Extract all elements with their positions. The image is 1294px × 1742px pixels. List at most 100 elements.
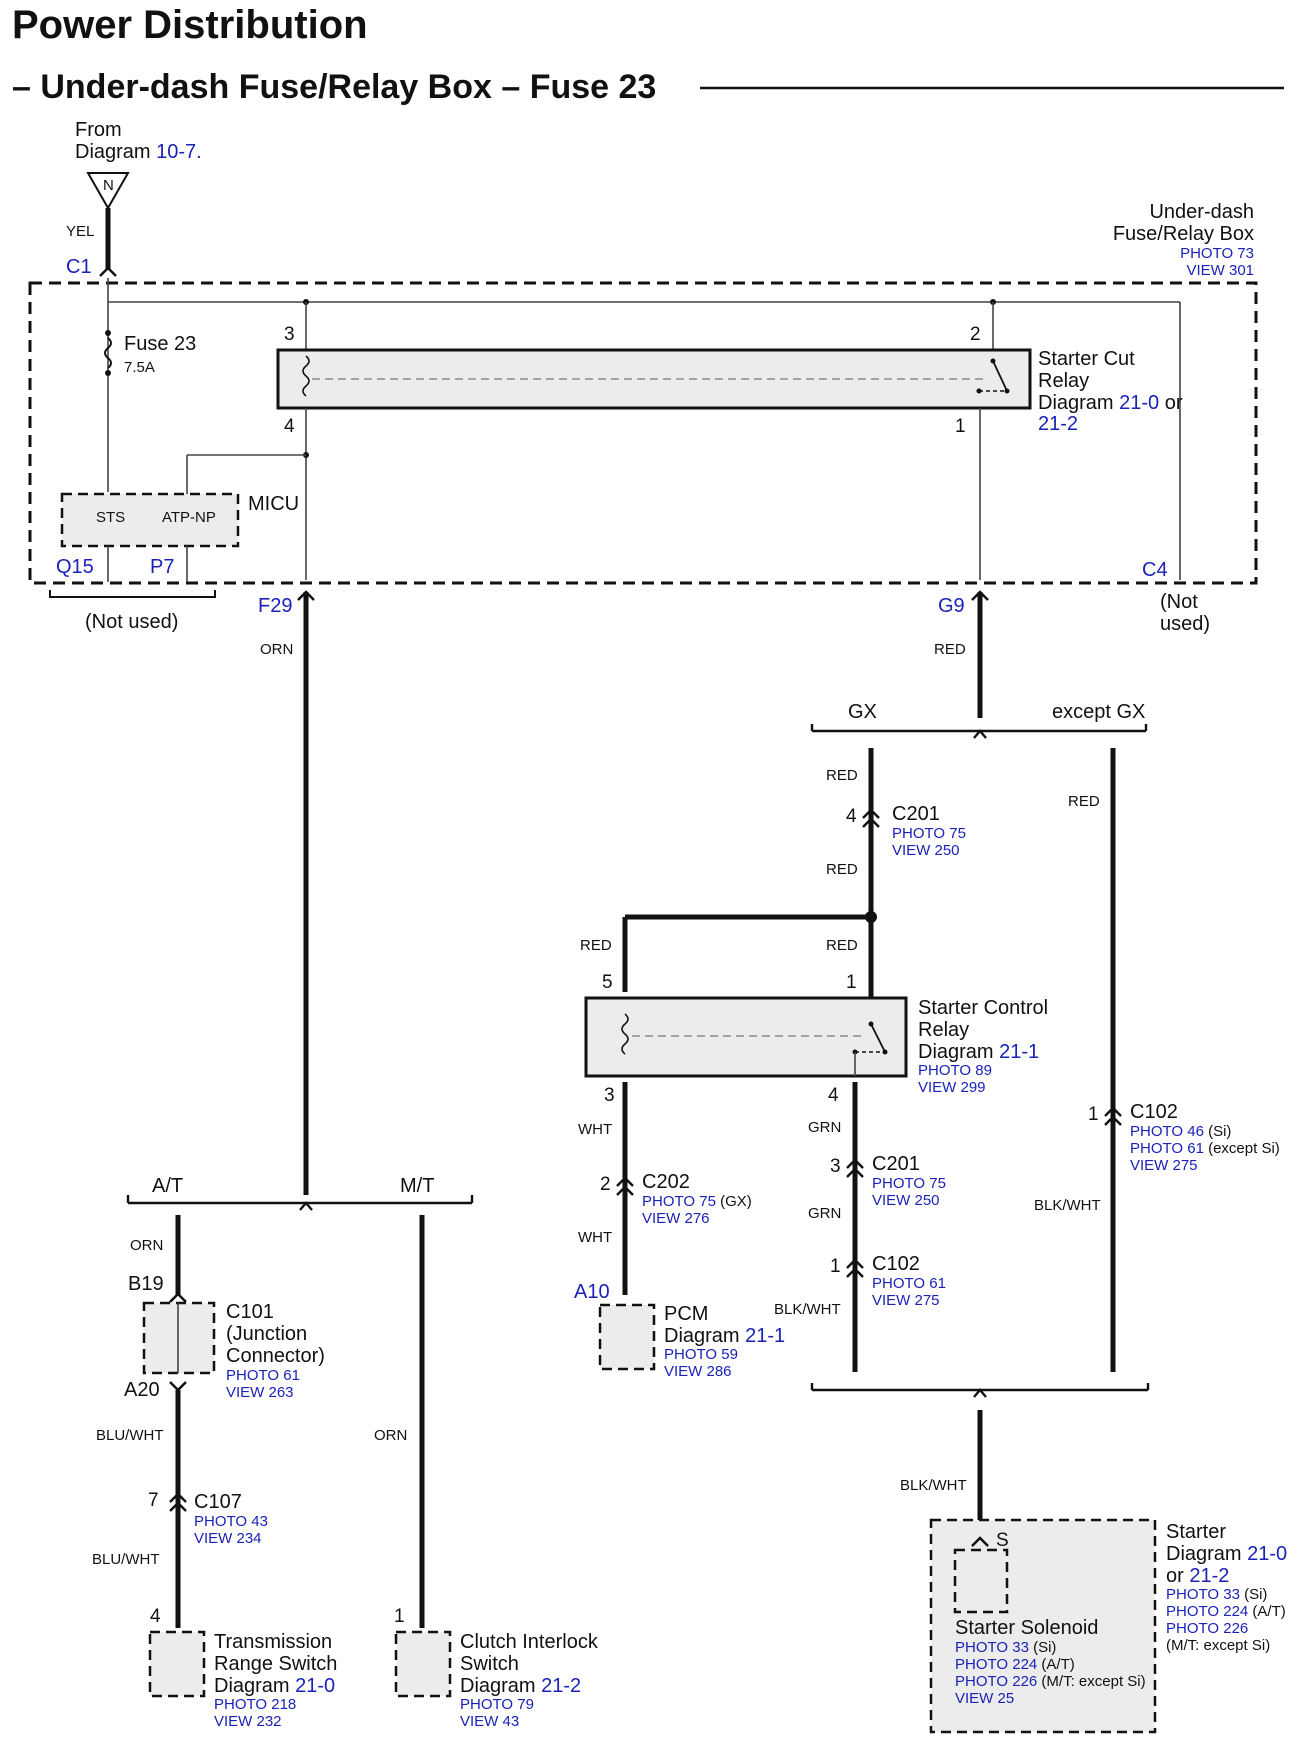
c101-view[interactable]: VIEW 263: [226, 1384, 294, 1401]
from-label: From: [75, 119, 122, 141]
from-diagram-ref[interactable]: 10-7.: [156, 141, 202, 163]
c102-photo1-ref[interactable]: PHOTO 46: [1130, 1123, 1204, 1140]
c102-right-view[interactable]: VIEW 275: [1130, 1157, 1198, 1174]
cis-view[interactable]: VIEW 43: [460, 1713, 519, 1730]
c101-photo[interactable]: PHOTO 61: [226, 1367, 300, 1384]
diagram-or: or: [1166, 1565, 1189, 1587]
diagram-ref[interactable]: 21-1: [745, 1325, 785, 1347]
starter-pin-s: S: [996, 1530, 1009, 1551]
diagram-ref[interactable]: 21-2: [541, 1675, 581, 1697]
c102-photo2-ref[interactable]: PHOTO 61: [1130, 1140, 1204, 1157]
branch-mt: M/T: [400, 1175, 434, 1197]
c202-name: C202: [642, 1171, 690, 1193]
c201-top-photo[interactable]: PHOTO 75: [892, 825, 966, 842]
page-subtitle: – Under-dash Fuse/Relay Box – Fuse 23: [12, 68, 656, 106]
solenoid-view[interactable]: VIEW 25: [955, 1690, 1014, 1707]
branch-except-gx: except GX: [1052, 701, 1145, 723]
micu-name: MICU: [248, 493, 299, 515]
solenoid-photo2-ref[interactable]: PHOTO 224: [955, 1656, 1037, 1673]
trs-view[interactable]: VIEW 232: [214, 1713, 282, 1730]
relay-coil: [302, 355, 310, 397]
connector-q15: Q15: [56, 556, 94, 578]
diagram-ref[interactable]: 21-0: [295, 1675, 335, 1697]
connector-c1-chevron: [99, 266, 117, 277]
starter-diagram-or: or 21-2: [1166, 1565, 1229, 1587]
pcm-view[interactable]: VIEW 286: [664, 1363, 732, 1380]
c202-photo-ref[interactable]: PHOTO 75: [642, 1193, 716, 1210]
cis-photo[interactable]: PHOTO 79: [460, 1696, 534, 1713]
c102-photo1-note: (Si): [1204, 1123, 1232, 1140]
cis-pin: 1: [394, 1606, 405, 1627]
c102-mid-pin: 1: [830, 1256, 841, 1277]
cis-name-1: Clutch Interlock: [460, 1631, 599, 1653]
diagram-ref[interactable]: 21-2: [1189, 1565, 1229, 1587]
scr-view[interactable]: VIEW 299: [918, 1079, 986, 1096]
relay-switch: [870, 1023, 886, 1053]
starter-photo3[interactable]: PHOTO 226: [1166, 1620, 1248, 1637]
connector-g9: G9: [938, 595, 965, 617]
diagram-ref[interactable]: 21-1: [999, 1041, 1039, 1063]
starter-cut-relay-name-2: Relay: [1038, 370, 1089, 392]
micu-not-used: (Not used): [85, 611, 178, 633]
diagram-prefix: Diagram: [1038, 392, 1119, 414]
node-dot: [105, 370, 111, 376]
connector-a10: A10: [574, 1281, 610, 1303]
scr-diagram: Diagram 21-1: [918, 1041, 1039, 1063]
c102-photo2-note: (except Si): [1204, 1140, 1280, 1157]
wire-label-red: RED: [934, 641, 966, 658]
pcm-diagram: Diagram 21-1: [664, 1325, 785, 1347]
c107-view[interactable]: VIEW 234: [194, 1530, 262, 1547]
starter-cut-relay-diagram-ref2[interactable]: 21-2: [1038, 413, 1078, 435]
wire-label-red-gx1: RED: [826, 767, 858, 784]
branch-at: A/T: [152, 1175, 183, 1197]
starter-photo2-ref[interactable]: PHOTO 224: [1166, 1603, 1248, 1620]
pcm-name: PCM: [664, 1303, 708, 1325]
a20-chevron: [169, 1381, 187, 1392]
diagram-ref[interactable]: 21-0: [1119, 392, 1159, 414]
c102-mid-photo[interactable]: PHOTO 61: [872, 1275, 946, 1292]
starter-solenoid-box: [953, 1548, 1009, 1614]
solenoid-photo1-ref[interactable]: PHOTO 33: [955, 1639, 1029, 1656]
relay-pin-1: 1: [955, 416, 966, 437]
wire-label-orn-at: ORN: [130, 1237, 163, 1254]
relay-switch: [992, 360, 1008, 392]
micu-sts: STS: [96, 509, 125, 526]
diagram-or: or: [1159, 392, 1183, 414]
cis-diagram: Diagram 21-2: [460, 1675, 581, 1697]
c202-view[interactable]: VIEW 276: [642, 1210, 710, 1227]
solenoid-photo3-ref[interactable]: PHOTO 226: [955, 1673, 1037, 1690]
wire-label-red-except: RED: [1068, 793, 1100, 810]
connector-b19: B19: [128, 1273, 164, 1295]
c201-mid-chevron: [846, 1158, 864, 1178]
scr-photo[interactable]: PHOTO 89: [918, 1062, 992, 1079]
fuse-box-view[interactable]: VIEW 301: [1186, 262, 1254, 279]
c107-name: C107: [194, 1491, 242, 1513]
c201-mid-photo[interactable]: PHOTO 75: [872, 1175, 946, 1192]
c107-photo[interactable]: PHOTO 43: [194, 1513, 268, 1530]
trs-photo[interactable]: PHOTO 218: [214, 1696, 296, 1713]
fuse-box-name-1: Under-dash: [1149, 201, 1254, 223]
scr-name-1: Starter Control: [918, 997, 1048, 1019]
scr-pin-1: 1: [846, 972, 857, 993]
scr-pin-5: 5: [602, 972, 613, 993]
pcm-photo[interactable]: PHOTO 59: [664, 1346, 738, 1363]
transmission-range-switch: [148, 1630, 206, 1698]
trs-diagram: Diagram 21-0: [214, 1675, 335, 1697]
c201-mid-pin: 3: [830, 1156, 841, 1177]
starter-cut-relay-name-1: Starter Cut: [1038, 348, 1135, 370]
starter-name: Starter: [1166, 1521, 1226, 1543]
diagram-ref[interactable]: 21-0: [1247, 1543, 1287, 1565]
c201-mid-view[interactable]: VIEW 250: [872, 1192, 940, 1209]
starter-photo2-note: (A/T): [1248, 1603, 1286, 1620]
relay-pin-2: 2: [970, 324, 981, 345]
c102-mid-view[interactable]: VIEW 275: [872, 1292, 940, 1309]
c101-line3: Connector): [226, 1345, 325, 1367]
starter-photo1-ref[interactable]: PHOTO 33: [1166, 1586, 1240, 1603]
fuse-box-photo[interactable]: PHOTO 73: [1180, 245, 1254, 262]
starter-photo1-note: (Si): [1240, 1586, 1268, 1603]
node-dot: [105, 330, 111, 336]
starter-control-relay: [584, 996, 908, 1078]
connector-c4: C4: [1142, 559, 1168, 581]
branch-gx: GX: [848, 701, 877, 723]
c201-top-view[interactable]: VIEW 250: [892, 842, 960, 859]
